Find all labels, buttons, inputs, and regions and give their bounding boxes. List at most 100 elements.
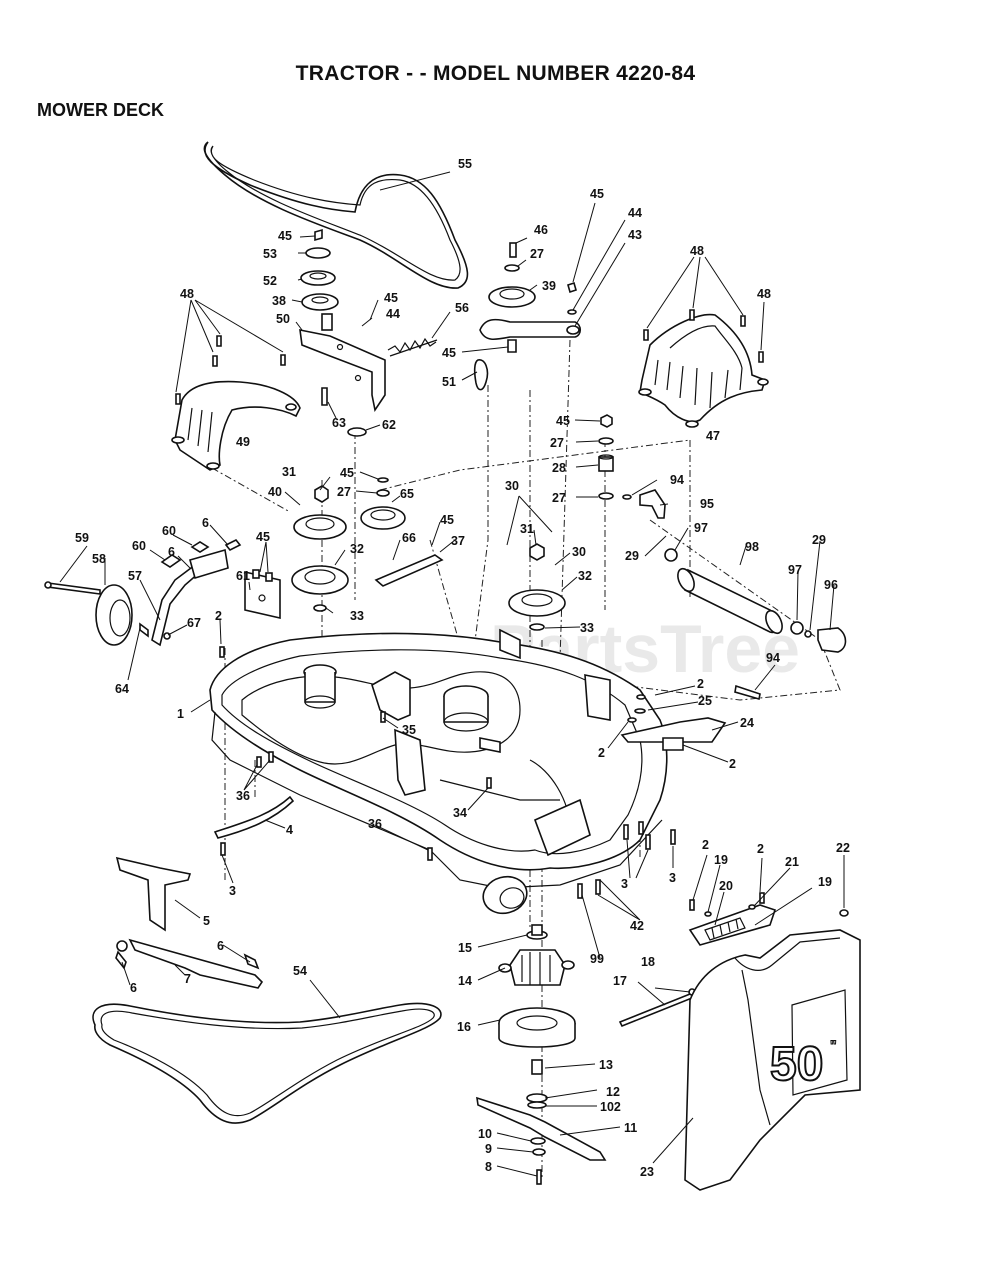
callout-28: 28 xyxy=(552,461,566,475)
callout-48-left: 48 xyxy=(180,287,194,301)
callout-27-d: 27 xyxy=(337,485,351,499)
bracket-37 xyxy=(374,554,444,587)
callout-7: 7 xyxy=(184,972,191,986)
mower-deck-housing xyxy=(209,628,668,889)
callout-97-a: 97 xyxy=(694,521,708,535)
callout-1: 1 xyxy=(177,707,184,721)
callout-94-a: 94 xyxy=(670,473,684,487)
chute-size-badge: 50 xyxy=(770,1038,823,1091)
washer-22 xyxy=(839,909,849,917)
rear-gauge-wheel xyxy=(482,875,528,915)
callout-62: 62 xyxy=(382,418,396,432)
blade-spindle-assembly xyxy=(476,924,607,1185)
callout-43: 43 xyxy=(628,228,642,242)
callout-45-b: 45 xyxy=(384,291,398,305)
callout-54: 54 xyxy=(293,964,307,978)
callout-42: 42 xyxy=(630,919,644,933)
callout-102: 102 xyxy=(600,1100,621,1114)
callout-60-a: 60 xyxy=(132,539,146,553)
lower-belt xyxy=(92,1002,442,1124)
callout-67: 67 xyxy=(187,616,201,630)
section-title: MOWER DECK xyxy=(37,100,164,120)
callout-45-c: 45 xyxy=(442,346,456,360)
callout-14: 14 xyxy=(458,974,472,988)
discharge-hinge-bracket xyxy=(688,892,777,946)
callout-98: 98 xyxy=(745,540,759,554)
callout-8: 8 xyxy=(485,1160,492,1174)
callout-6-b: 6 xyxy=(202,516,209,530)
callout-34: 34 xyxy=(453,806,467,820)
callout-95: 95 xyxy=(700,497,714,511)
callout-99: 99 xyxy=(590,952,604,966)
callout-2-c: 2 xyxy=(598,746,605,760)
callout-45-h: 45 xyxy=(256,530,270,544)
spring-56 xyxy=(387,337,438,357)
callout-33-b: 33 xyxy=(580,621,594,635)
callout-48-right: 48 xyxy=(690,244,704,258)
baffles-and-links xyxy=(115,795,295,989)
callout-29-a: 29 xyxy=(625,549,639,563)
callout-5: 5 xyxy=(203,914,210,928)
callout-51: 51 xyxy=(442,375,456,389)
callout-6-c: 6 xyxy=(217,939,224,953)
callout-37: 37 xyxy=(451,534,465,548)
callout-38: 38 xyxy=(272,294,286,308)
right-spindle-pulley xyxy=(508,543,566,631)
callout-36-a: 36 xyxy=(236,789,250,803)
callout-30-a: 30 xyxy=(505,479,519,493)
callout-32-b: 32 xyxy=(578,569,592,583)
callout-52: 52 xyxy=(263,274,277,288)
callout-47: 47 xyxy=(706,429,720,443)
callout-60-b: 60 xyxy=(162,524,176,538)
right-belt-shield xyxy=(638,313,769,428)
bolts-48 xyxy=(175,309,764,405)
callout-24: 24 xyxy=(740,716,754,730)
callout-17: 17 xyxy=(613,974,627,988)
callout-3-a: 3 xyxy=(229,884,236,898)
callout-15: 15 xyxy=(458,941,472,955)
callout-66: 66 xyxy=(402,531,416,545)
callout-96: 96 xyxy=(824,578,838,592)
callout-10: 10 xyxy=(478,1127,492,1141)
left-belt-shield xyxy=(171,380,301,471)
callout-56: 56 xyxy=(455,301,469,315)
bracket-24 xyxy=(620,694,727,751)
callout-63: 63 xyxy=(332,416,346,430)
callout-44-b: 44 xyxy=(628,206,642,220)
callout-58: 58 xyxy=(92,552,106,566)
callout-61: 61 xyxy=(236,569,250,583)
callout-4: 4 xyxy=(286,823,293,837)
callout-33-a: 33 xyxy=(350,609,364,623)
callout-45-e: 45 xyxy=(556,414,570,428)
callout-2-f: 2 xyxy=(757,842,764,856)
callout-39: 39 xyxy=(542,279,556,293)
callout-45-d: 45 xyxy=(590,187,604,201)
leader-lines xyxy=(59,171,845,1177)
callout-49: 49 xyxy=(236,435,250,449)
part-callouts: 55 45 53 52 38 50 48 48 48 49 47 45 44 5… xyxy=(75,157,850,1179)
callout-59: 59 xyxy=(75,531,89,545)
callout-18: 18 xyxy=(641,955,655,969)
diagram-title: TRACTOR - - MODEL NUMBER 4220-84 xyxy=(295,62,696,85)
callout-94-b: 94 xyxy=(766,651,780,665)
callout-29-b: 29 xyxy=(812,533,826,547)
callout-65: 65 xyxy=(400,487,414,501)
callout-57: 57 xyxy=(128,569,142,583)
callout-30-b: 30 xyxy=(572,545,586,559)
callout-21: 21 xyxy=(785,855,799,869)
callout-36-b: 36 xyxy=(368,817,382,831)
upper-belt xyxy=(203,141,469,289)
callout-97-b: 97 xyxy=(788,563,802,577)
callout-35: 35 xyxy=(402,723,416,737)
callout-55: 55 xyxy=(458,157,472,171)
callout-53: 53 xyxy=(263,247,277,261)
callout-2-b: 2 xyxy=(697,677,704,691)
callout-31-b: 31 xyxy=(520,522,534,536)
callout-2-a: 2 xyxy=(215,609,222,623)
callout-46: 46 xyxy=(534,223,548,237)
callout-27-a: 27 xyxy=(530,247,544,261)
idler-bracket-50 xyxy=(299,328,386,413)
callout-31-a: 31 xyxy=(282,465,296,479)
washer-62 xyxy=(347,427,367,437)
